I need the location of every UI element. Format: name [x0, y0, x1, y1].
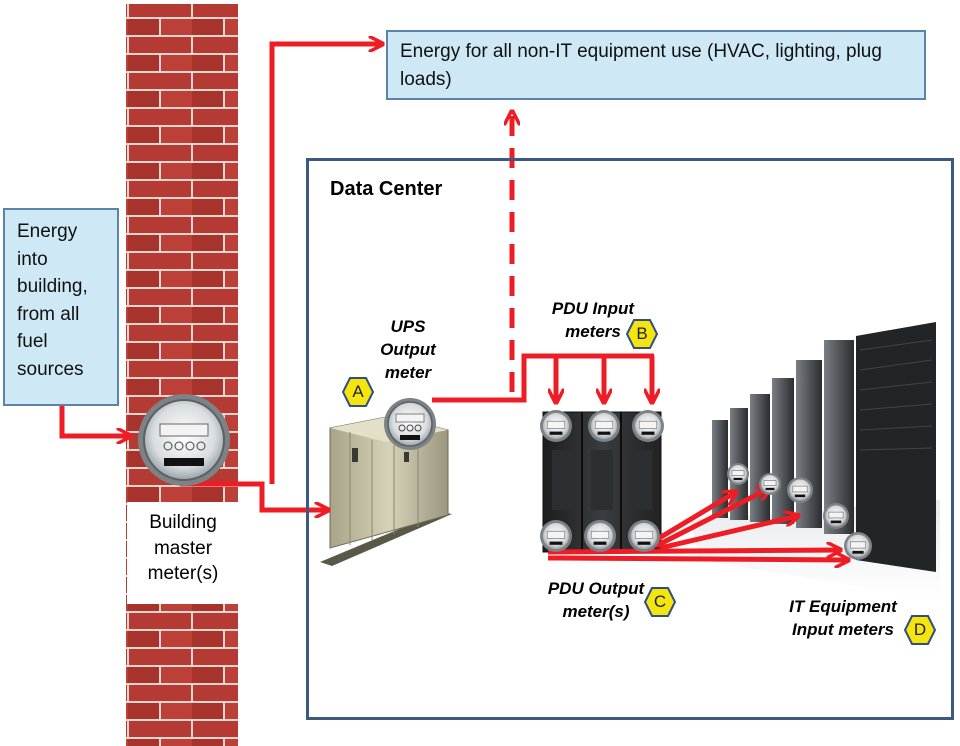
- arrow-pdu-to-it-1: [654, 492, 736, 543]
- hexagon-icon: [644, 587, 676, 617]
- badge-a-letter: A: [352, 382, 364, 401]
- pdu-output-meter-icon: [628, 520, 660, 552]
- arrow-pdu-to-it-2: [654, 488, 770, 549]
- arrow-pdu-to-it-4: [547, 550, 840, 552]
- data-center-frame: [306, 158, 954, 720]
- it-input-meter-icon: [787, 477, 813, 503]
- badge-d-letter: D: [913, 620, 927, 639]
- it-input-meter-icon: [844, 532, 872, 560]
- meter-group: [540, 410, 872, 560]
- hexagon-icon: [342, 377, 374, 407]
- pdu-input-meter-icon: [540, 410, 572, 442]
- ups-output-meter-icon: [384, 398, 436, 450]
- non-it-energy-box: Energy for all non-IT equipment use (HVA…: [386, 30, 926, 100]
- hexagon-icon: [904, 615, 936, 645]
- badge-c: C: [644, 586, 676, 618]
- badge-d: D: [904, 614, 936, 646]
- arrow-to-non-it: [269, 44, 382, 484]
- pdu-input-meter-icon: [588, 410, 620, 442]
- ups-output-meter-label: UPS Output meter: [380, 317, 436, 382]
- arrow-energy-into-meter: [59, 406, 130, 436]
- pdu-input-meters-label: PDU Input meters: [551, 299, 635, 341]
- pdu-output-meter-icon: [540, 520, 572, 552]
- arrow-pdu-to-it-5: [548, 558, 848, 560]
- building-master-meter-label: Building master meter(s): [127, 502, 239, 604]
- pdu-output-meter-icon: [584, 520, 616, 552]
- badge-b-letter: B: [636, 324, 648, 343]
- arrow-meter-to-ups: [180, 481, 328, 510]
- brick-wall: [126, 4, 238, 746]
- arrow-pdu-to-it-3: [659, 516, 798, 551]
- badge-a: A: [342, 376, 374, 408]
- building-master-meter-icon: [138, 394, 230, 486]
- data-center-title: Data Center: [330, 178, 443, 200]
- it-equipment-input-meters-label: IT Equipment Input meters: [789, 597, 897, 639]
- ups-cabinet: [320, 415, 452, 566]
- badge-b: B: [626, 318, 658, 350]
- energy-into-building-box: Energy into building, from all fuel sour…: [3, 208, 119, 406]
- it-input-meter-icon: [823, 503, 849, 529]
- it-input-meter-icon: [727, 463, 749, 485]
- it-input-meter-icon: [759, 473, 781, 495]
- badge-c-letter: C: [653, 592, 667, 611]
- pdu-output-meters-label: PDU Output meter(s): [547, 579, 645, 621]
- arrow-ups-to-pdu: [432, 353, 654, 403]
- pdu-input-meter-icon: [632, 410, 664, 442]
- hexagon-icon: [626, 319, 658, 349]
